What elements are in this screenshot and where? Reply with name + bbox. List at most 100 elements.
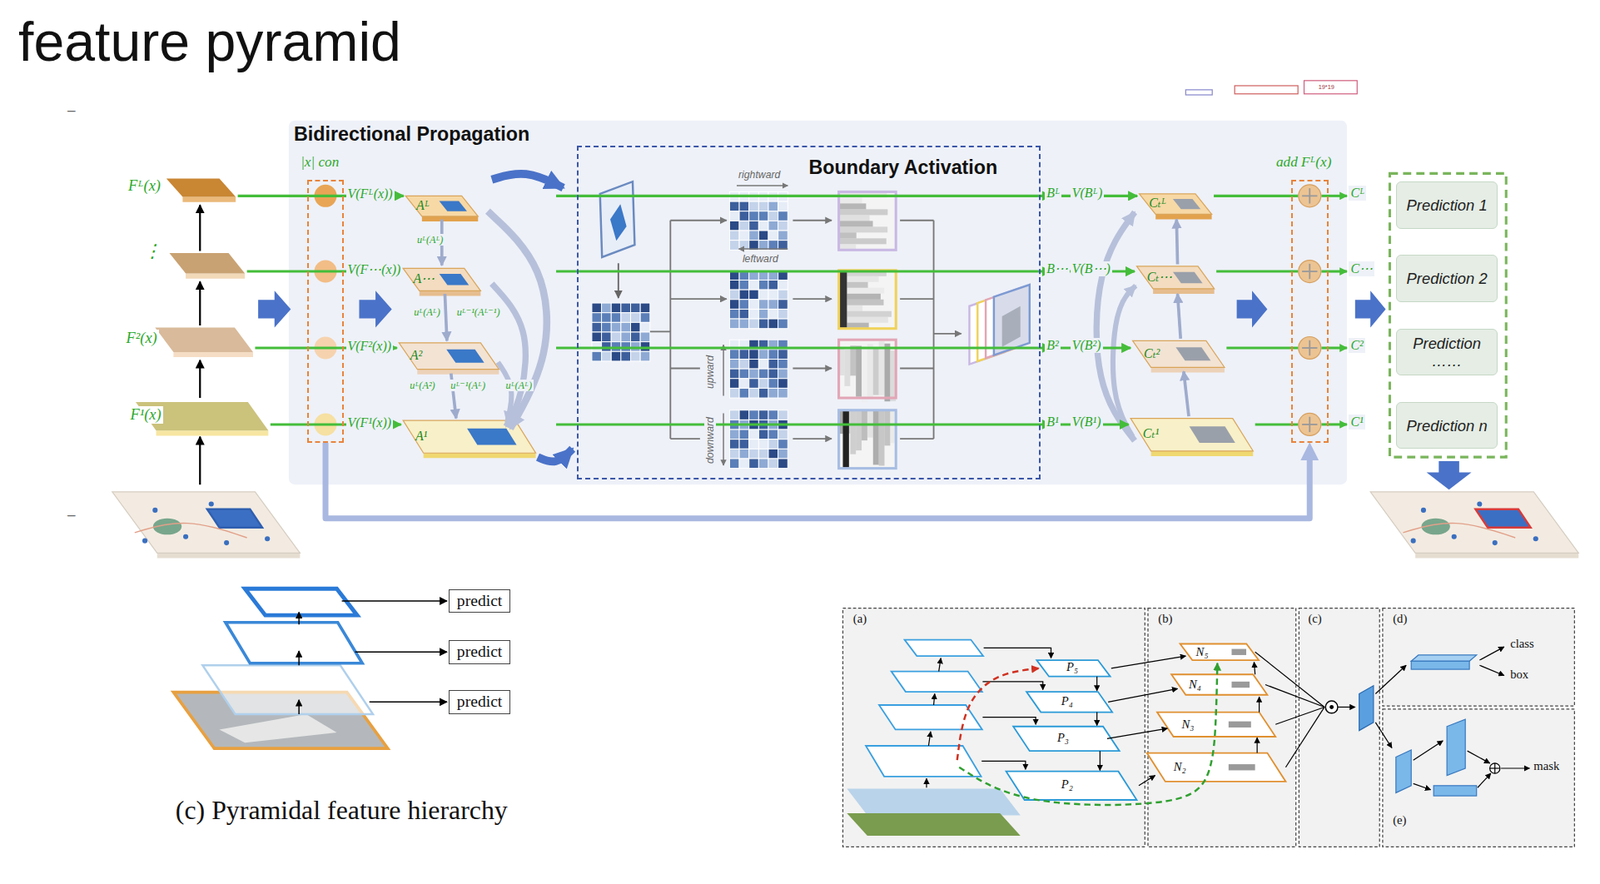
- grid-cell: [631, 332, 641, 343]
- bullet-dash: –: [67, 506, 76, 524]
- handwritten-note: C²: [1348, 337, 1365, 353]
- grid-cell: [768, 358, 779, 369]
- feature-layer-edge: [173, 352, 254, 358]
- activation-stack-region: [1002, 306, 1021, 348]
- grid-cell: [768, 448, 779, 459]
- grid-cell: [768, 289, 779, 300]
- down-arrow: [1096, 676, 1098, 691]
- add-symbol: [1298, 260, 1322, 284]
- branch-line: [670, 367, 701, 370]
- grid-cell: [601, 332, 612, 343]
- grid-cell: [758, 299, 769, 310]
- fused-feature: [1359, 685, 1374, 731]
- backbone-level: [865, 745, 982, 777]
- fused-region: [1172, 198, 1201, 209]
- upward-arrow: [298, 650, 299, 666]
- n-level-feature: [1231, 649, 1247, 656]
- response-streak: [867, 343, 874, 399]
- flow-arrow: [1375, 665, 1407, 694]
- grid-cell: [729, 220, 740, 231]
- feature-layer: [154, 327, 254, 352]
- propagation-arc: [487, 211, 547, 429]
- response-streak: [839, 238, 887, 244]
- fused-region: [1172, 272, 1203, 284]
- handwritten-note: C⋯: [1348, 261, 1375, 277]
- grid-cell: [739, 439, 750, 450]
- upward-arrow: [939, 658, 941, 672]
- grid-cell: [631, 322, 641, 333]
- merge-line: [899, 367, 934, 370]
- response-streak: [844, 349, 850, 387]
- predict-box: predict: [448, 690, 511, 715]
- flow-arrow: [1413, 740, 1444, 761]
- flow-line: [1321, 270, 1347, 274]
- grid-cell: [611, 322, 622, 333]
- prediction-box: Prediction 1: [1396, 181, 1499, 229]
- p-level: [1036, 660, 1110, 677]
- grid-cell: [778, 378, 789, 389]
- hierarchy-layer: [244, 588, 358, 616]
- attention-region: [439, 273, 470, 285]
- grid-cell: [768, 429, 779, 440]
- direction-label: leftward: [740, 253, 781, 265]
- response-streak: [861, 346, 868, 403]
- group-heading: add Fᴸ(x): [1276, 154, 1332, 171]
- lateral-arrow: [981, 760, 1026, 770]
- fused-layer-edge: [1155, 213, 1212, 219]
- grid-cell: [778, 387, 789, 398]
- grid-cell: [611, 313, 622, 323]
- direction-label: upward: [704, 353, 716, 391]
- fused-pyramid: [1096, 193, 1253, 457]
- grid-cell: [739, 429, 750, 440]
- response-streak: [839, 232, 857, 239]
- block-arrow: [358, 290, 392, 328]
- attention-layer-edge: [422, 216, 478, 222]
- grid-cell: [768, 211, 779, 222]
- add-group: add Fᴸ(x): [1291, 179, 1329, 443]
- grid-cell: [591, 313, 602, 323]
- response-streak: [846, 317, 888, 323]
- response-streak: [879, 341, 885, 396]
- feature-layer-edge: [156, 430, 269, 436]
- grid-cell: [778, 410, 789, 421]
- grid-cell: [768, 220, 779, 231]
- attention-pyramid: [398, 195, 547, 458]
- branch-line: [669, 220, 671, 439]
- curved-arrow: [491, 173, 564, 189]
- predict-arrow: [369, 701, 448, 703]
- handwritten-note: B²: [1044, 337, 1061, 353]
- grid-cell: [749, 318, 760, 329]
- propagation-arc: [1113, 285, 1136, 437]
- direction-label: rightward: [736, 168, 782, 181]
- flow-arrow: [792, 437, 832, 440]
- grid-cell: [640, 303, 651, 314]
- response-streak: [879, 410, 885, 467]
- grid-cell: [749, 378, 760, 389]
- grid-cell: [739, 378, 750, 389]
- grid-cell: [758, 358, 769, 369]
- output-label: box: [1510, 667, 1529, 682]
- lateral-arrow: [983, 647, 1052, 658]
- grid-cell: [601, 313, 612, 323]
- cropped-thumbnails: [1185, 80, 1357, 95]
- output-label: class: [1510, 636, 1535, 651]
- curved-arrow: [537, 448, 573, 462]
- grid-cell: [758, 387, 769, 398]
- handwritten-note: Fᴸ(x): [126, 177, 163, 195]
- layer-label: Aᴸ: [416, 198, 430, 214]
- flow-line: [556, 270, 1051, 274]
- grid-cell: [739, 368, 750, 379]
- hierarchy-layer: [202, 665, 373, 715]
- mask-layer: [1446, 719, 1466, 776]
- grid-cell: [758, 308, 769, 319]
- grid-cell: [729, 299, 740, 310]
- grid-cell: [739, 318, 750, 329]
- handwritten-note: F²(x): [124, 329, 160, 348]
- map-dot: [1476, 501, 1482, 507]
- flow-arrow: [792, 219, 832, 222]
- output-arrow: [1479, 665, 1504, 676]
- grid-cell: [778, 349, 789, 360]
- layer-label: Cₜᴸ: [1148, 195, 1167, 211]
- operator-note: uᴸ(Aᴸ): [415, 233, 446, 246]
- n-level-feature: [1231, 681, 1250, 688]
